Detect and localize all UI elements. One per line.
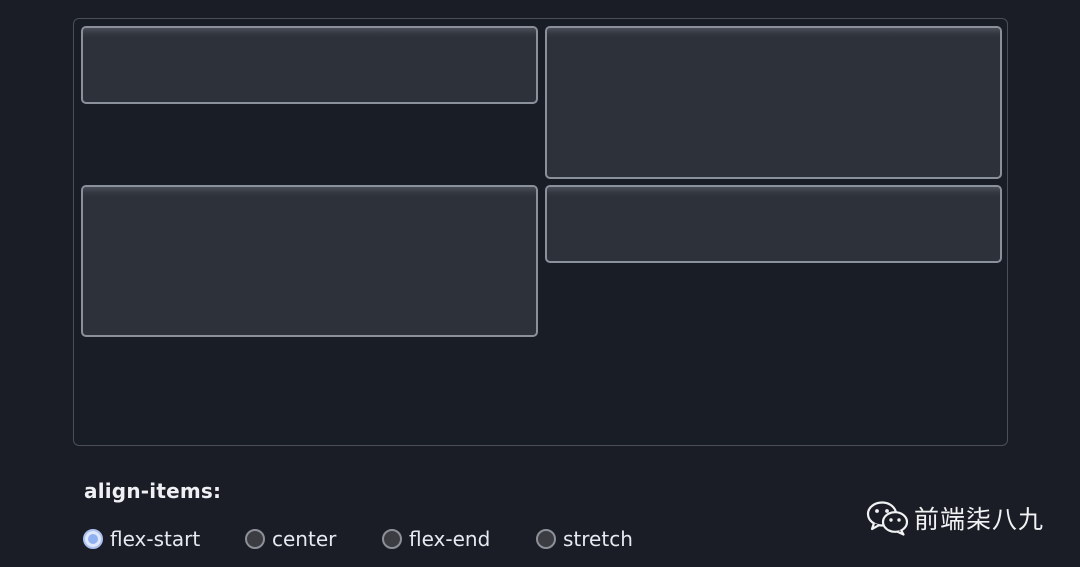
- radio-label-flex-start: flex-start: [110, 527, 201, 551]
- flex-item-3: [81, 185, 538, 337]
- flex-item-2: [545, 26, 1002, 179]
- watermark-text: 前端柒八九: [913, 505, 1044, 534]
- radio-button[interactable]: [245, 529, 265, 549]
- radio-flex-end[interactable]: flex-end: [382, 526, 490, 552]
- watermark: 前端柒八九: [866, 500, 1044, 536]
- radio-flex-start[interactable]: flex-start: [83, 526, 200, 552]
- radio-center[interactable]: center: [245, 526, 336, 552]
- radio-button[interactable]: [382, 529, 402, 549]
- radio-button[interactable]: [536, 529, 556, 549]
- radio-label-stretch: stretch: [563, 527, 633, 551]
- align-items-label: align-items:: [84, 479, 222, 503]
- flex-item-1: [81, 26, 538, 104]
- radio-button-checked[interactable]: [83, 529, 103, 549]
- radio-label-flex-end: flex-end: [409, 527, 491, 551]
- radio-label-center: center: [272, 527, 337, 551]
- radio-stretch[interactable]: stretch: [536, 526, 633, 552]
- flex-container-demo: [73, 18, 1008, 446]
- wechat-icon: [866, 500, 910, 536]
- flex-item-4: [545, 185, 1002, 263]
